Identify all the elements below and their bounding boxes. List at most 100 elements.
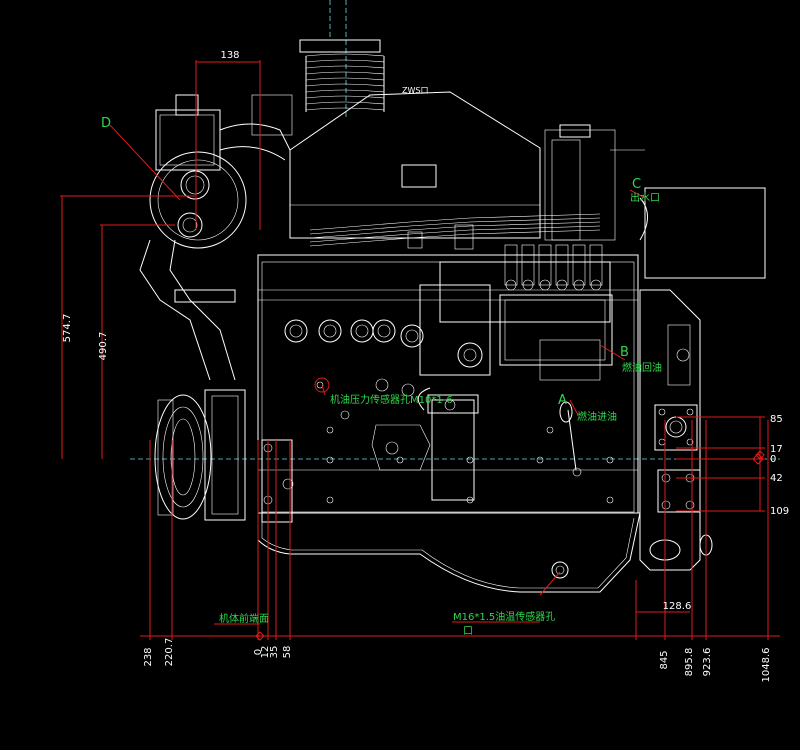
hose-clamp: [174, 289, 236, 303]
leader-a: [569, 399, 579, 416]
intake-bellows-rib: [305, 59, 385, 63]
injection-pump-body: [499, 294, 613, 366]
core-plug: [318, 319, 342, 343]
upper-water-pipe: [219, 123, 291, 151]
damper-inner: [211, 395, 239, 515]
callout-letter-d: D: [101, 116, 111, 131]
dipstick-handle: [559, 401, 573, 423]
injector-riser: [521, 244, 535, 286]
dim-right-109: 109: [770, 506, 789, 517]
pump-governor: [539, 339, 601, 381]
crank-pulley: [154, 394, 212, 520]
water-pump-port-inner: [185, 175, 205, 195]
fuel-line: [309, 221, 601, 239]
fuel-line: [309, 229, 601, 247]
dim-bottom-12: 12: [260, 646, 271, 659]
label-oil-pressure-sensor: 机油压力传感器孔M10*1-6: [330, 393, 453, 406]
block-bolt: [546, 426, 554, 434]
core-plug: [372, 319, 396, 343]
pulley-hub: [157, 399, 174, 516]
dim-top-138: 138: [220, 50, 239, 61]
label-fuel-return: 燃油回油: [622, 361, 662, 374]
dim-origin-marker: [755, 450, 765, 460]
block-bolt: [466, 496, 474, 504]
water-pump-body: [149, 151, 247, 249]
block-bolt: [466, 456, 474, 464]
mount-plate-lower: [657, 469, 701, 513]
core-plug-inner: [355, 324, 369, 338]
block-port-2: [401, 383, 415, 397]
block-bolt: [396, 456, 404, 464]
block-bolt: [340, 410, 350, 420]
bolt: [685, 500, 695, 510]
dim-right-17: 17: [770, 444, 783, 455]
water-pump-outlet-inner: [182, 217, 198, 233]
oil-filter-head: [427, 394, 479, 414]
intake-manifold: [289, 91, 541, 239]
fuel-line: [309, 213, 601, 231]
filler-cap: [175, 94, 199, 116]
fuel-line: [309, 217, 601, 235]
fuel-line-clip-2: [407, 231, 423, 249]
oil-pan: [257, 512, 641, 593]
water-pump-ring: [157, 159, 239, 241]
label-top-badge: ZWS口: [402, 86, 428, 95]
pump-drive-housing: [419, 284, 491, 376]
core-plug-inner: [289, 324, 303, 338]
mount-hole-upper: [665, 416, 687, 438]
flywheel-housing: [639, 289, 701, 571]
mount-plate-upper: [654, 404, 698, 451]
intake-bellows-rib: [305, 83, 385, 87]
dim-bottom-35: 35: [269, 646, 280, 659]
dim-right-42: 42: [770, 473, 783, 484]
injector-nut: [556, 279, 568, 291]
oil-pressure-port-inner: [316, 381, 324, 389]
fuel-line: [309, 225, 601, 243]
leader-oil-pressure: [321, 384, 326, 396]
label-block-front-face: 机体前端面: [219, 612, 269, 625]
leader-oil-temp: [539, 571, 561, 596]
intake-bellows-rib: [305, 77, 385, 81]
crank-pulley-groove-2: [170, 418, 196, 496]
lower-water-hose-2: [169, 239, 236, 381]
intake-bellows-rib: [305, 89, 385, 93]
manifold-plate: [401, 164, 437, 188]
injector-riser: [589, 244, 603, 286]
starter-bolt: [676, 348, 690, 362]
injection-pump-top: [439, 261, 611, 323]
label-bottom-mark: 口: [463, 626, 473, 637]
damper: [204, 389, 246, 521]
water-pump-outlet: [177, 212, 203, 238]
block-cover: [371, 424, 431, 471]
block-bolt: [326, 426, 334, 434]
dim-vertical-574: 574.7: [62, 314, 73, 343]
block-bolt: [606, 456, 614, 464]
injector-nut: [539, 279, 551, 291]
core-plug: [400, 324, 424, 348]
callout-letter-b: B: [620, 345, 629, 360]
bracket-bolt-2: [282, 478, 294, 490]
dipstick: [567, 409, 577, 471]
injection-pump-inner: [504, 299, 606, 361]
origin-marker-bottom: [255, 631, 265, 641]
right-housing-inner: [551, 139, 581, 241]
label-fuel-inlet: 燃油进油: [577, 410, 617, 423]
intake-bellows-rib: [305, 65, 385, 69]
core-plug-inner: [377, 324, 391, 338]
pump-gear-inner: [463, 348, 477, 362]
dim-bottom-58: 58: [282, 646, 293, 659]
dim-vertical-490: 490.7: [98, 332, 109, 361]
oil-filter: [431, 399, 475, 501]
expansion-tank: [644, 187, 766, 279]
oil-pan-inner: [261, 517, 635, 589]
block-bolt: [536, 456, 544, 464]
air-intake-cap: [299, 39, 381, 53]
dim-lower-128: 128.6: [663, 601, 692, 612]
label-oil-temp-sensor: M16*1.5油温传感器孔: [453, 610, 555, 623]
oil-drain-plug-inner: [555, 565, 565, 575]
crank-pulley-groove: [162, 406, 204, 508]
starter-bracket: [667, 324, 691, 386]
block-bolt: [326, 496, 334, 504]
filler-housing: [155, 109, 221, 171]
block-bolt: [326, 456, 334, 464]
